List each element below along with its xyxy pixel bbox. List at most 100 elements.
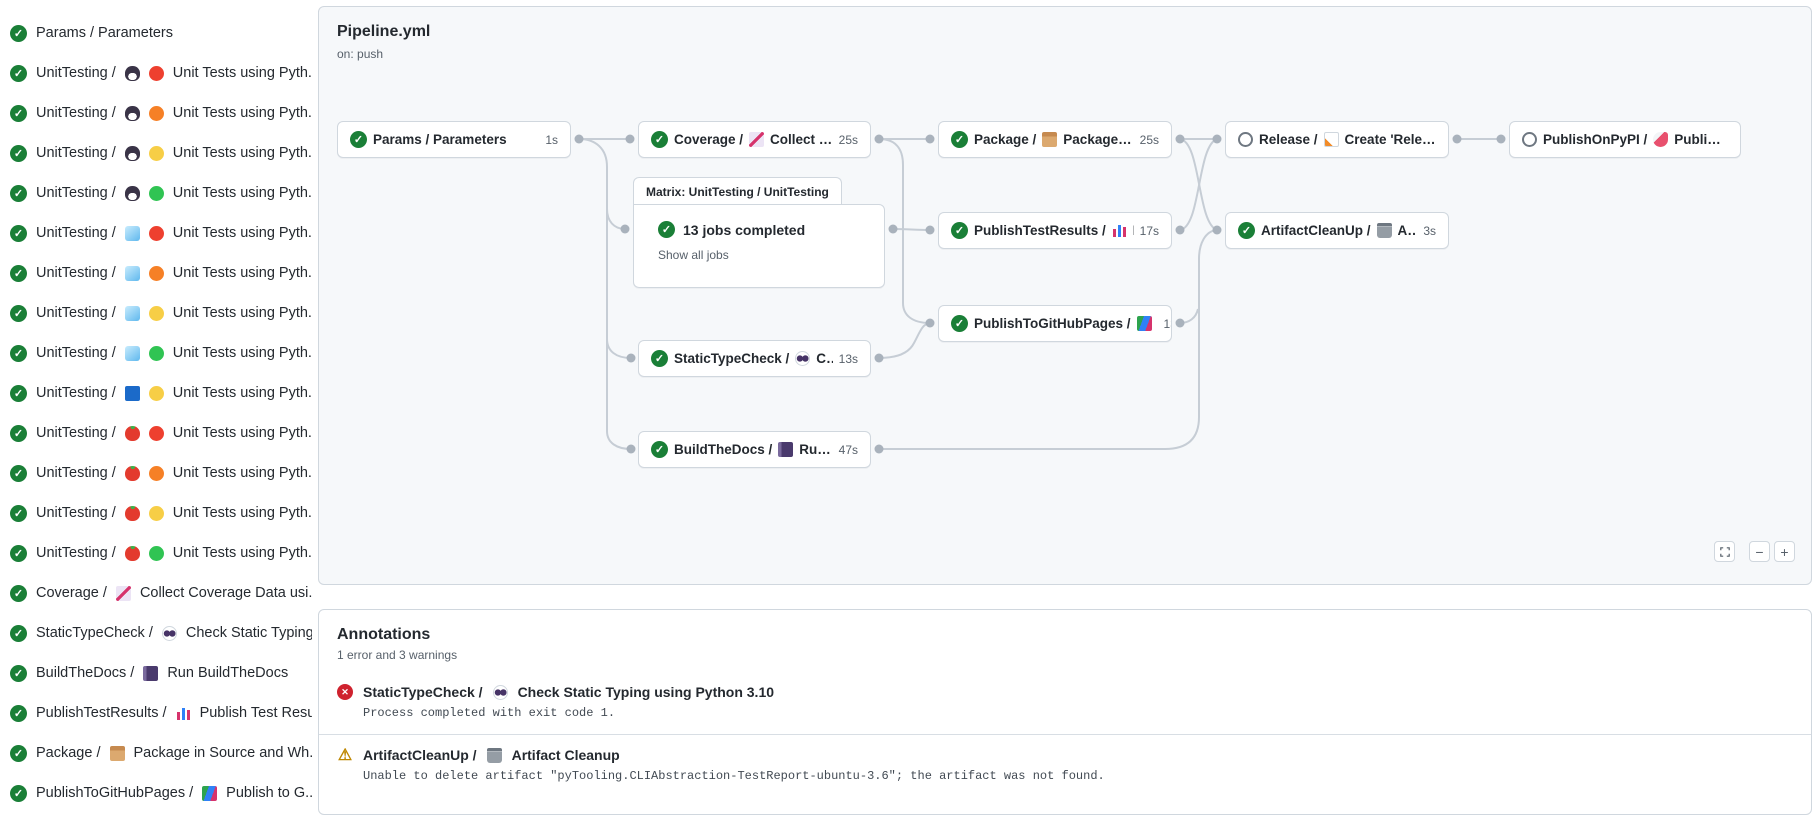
step-name-label: Collect Coverage Data usi... bbox=[139, 585, 312, 601]
apple-icon bbox=[124, 545, 140, 561]
dot-yellow-icon bbox=[148, 145, 164, 161]
annotations-header: Annotations 1 error and 3 warnings bbox=[319, 610, 1811, 672]
fullscreen-icon bbox=[1719, 546, 1730, 557]
dot-red-icon bbox=[148, 65, 164, 81]
node-artifact-cleanup[interactable]: ArtifactCleanUp /Artifac...3s bbox=[1225, 212, 1449, 249]
sidebar-job-item[interactable]: Package /Package in Source and Wh... bbox=[0, 733, 312, 773]
sidebar-job-item[interactable]: UnitTesting /Unit Tests using Pyth... bbox=[0, 133, 312, 173]
step-name-label: Create 'Release P... bbox=[1344, 132, 1436, 147]
job-name-label: UnitTesting / bbox=[36, 425, 116, 441]
sidebar-job-item[interactable]: UnitTesting /Unit Tests using Pyth... bbox=[0, 293, 312, 333]
chart-icon bbox=[749, 132, 765, 147]
check-circle-icon bbox=[350, 131, 367, 148]
job-name-label: UnitTesting / bbox=[36, 265, 116, 281]
annotation-item: StaticTypeCheck /Check Static Typing usi… bbox=[319, 672, 1811, 734]
sidebar-job-item[interactable]: PublishToGitHubPages /Publish to G... bbox=[0, 773, 312, 813]
check-circle-icon bbox=[10, 344, 27, 362]
sidebar-job-item[interactable]: Params / Parameters bbox=[0, 13, 312, 53]
job-name-label: PublishTestResults / bbox=[974, 223, 1106, 238]
job-name-label: UnitTesting / bbox=[36, 305, 116, 321]
matrix-tab-label: Matrix: UnitTesting / UnitTesting bbox=[633, 177, 842, 205]
dot-orange-icon bbox=[148, 265, 164, 281]
check-circle-icon bbox=[10, 504, 27, 522]
node-package[interactable]: Package /Package in So...25s bbox=[938, 121, 1172, 158]
node-coverage[interactable]: Coverage /Collect Cove...25s bbox=[638, 121, 871, 158]
sidebar-job-item[interactable]: Coverage /Collect Coverage Data usi... bbox=[0, 573, 312, 613]
node-release[interactable]: Release /Create 'Release P... bbox=[1225, 121, 1449, 158]
apple-icon bbox=[124, 505, 140, 521]
eyes-icon bbox=[795, 351, 811, 366]
penguin-icon bbox=[124, 185, 140, 201]
sidebar-job-item[interactable]: UnitTesting /Unit Tests using Pyth... bbox=[0, 213, 312, 253]
dot-green-icon bbox=[148, 185, 164, 201]
step-name-label: Artifac... bbox=[1397, 223, 1418, 238]
barchart-icon bbox=[1111, 223, 1127, 238]
check-circle-icon bbox=[10, 704, 27, 722]
step-name-label: Unit Tests using Pyth... bbox=[172, 65, 312, 81]
check-circle-icon bbox=[658, 221, 675, 238]
sidebar-job-item[interactable]: UnitTesting /Unit Tests using Pyth... bbox=[0, 413, 312, 453]
duration-label: 47s bbox=[838, 442, 858, 457]
sidebar-job-item[interactable]: PublishTestResults / Publish Test Resu... bbox=[0, 693, 312, 733]
sidebar-job-item[interactable]: UnitTesting /Unit Tests using Pyth... bbox=[0, 493, 312, 533]
check-circle-icon bbox=[10, 184, 27, 202]
jobs-sidebar: Params / ParametersUnitTesting / Unit Tes… bbox=[0, 0, 312, 815]
check-circle-icon bbox=[651, 350, 668, 367]
node-publish-test-results[interactable]: PublishTestResults /Pu...17s bbox=[938, 212, 1172, 249]
step-name-label: Unit Tests using Pyth... bbox=[172, 345, 312, 361]
step-name-label: Run Buil... bbox=[799, 442, 832, 457]
books-icon bbox=[1136, 316, 1152, 331]
sidebar-job-item[interactable]: UnitTesting /Unit Tests using Pyth... bbox=[0, 453, 312, 493]
node-publish-to-github-pages[interactable]: PublishToGitHubPages /...13s bbox=[938, 305, 1172, 342]
job-name-label: PublishToGitHubPages / bbox=[974, 316, 1131, 331]
dot-orange-icon bbox=[148, 465, 164, 481]
check-circle-icon bbox=[10, 224, 27, 242]
sidebar-job-item[interactable]: UnitTesting /Unit Tests using Pyth... bbox=[0, 53, 312, 93]
annotations-summary: 1 error and 3 warnings bbox=[337, 648, 458, 662]
job-name-label: PublishOnPyPI / bbox=[1543, 132, 1648, 147]
notebook-icon bbox=[778, 442, 794, 457]
duration-label: 25s bbox=[838, 132, 858, 147]
zoom-out-button[interactable]: − bbox=[1749, 541, 1770, 562]
workflow-file-title: Pipeline.yml bbox=[337, 23, 431, 40]
annotation-title-row[interactable]: ArtifactCleanUp /Artifact Cleanup bbox=[337, 747, 1793, 763]
dot-red-icon bbox=[148, 225, 164, 241]
job-name-label: UnitTesting / bbox=[36, 465, 116, 481]
node-static-type-check[interactable]: StaticTypeCheck /Chec...13s bbox=[638, 340, 871, 377]
sidebar-job-item[interactable]: UnitTesting /Unit Tests using Pyth... bbox=[0, 253, 312, 293]
job-name-label: PublishTestResults / bbox=[36, 705, 167, 721]
zoom-in-button[interactable]: + bbox=[1774, 541, 1795, 562]
fullscreen-button[interactable] bbox=[1714, 541, 1735, 562]
annotation-title-row[interactable]: StaticTypeCheck /Check Static Typing usi… bbox=[337, 684, 1793, 700]
matrix-group-box: 13 jobs completed Show all jobs bbox=[633, 204, 885, 288]
step-name-label: Check Static Typing... bbox=[185, 625, 312, 641]
job-name-label: UnitTesting / bbox=[36, 185, 116, 201]
step-name-label: Unit Tests using Pyth... bbox=[172, 105, 312, 121]
sidebar-job-item[interactable]: UnitTesting /Unit Tests using Pyth... bbox=[0, 373, 312, 413]
eyes-icon bbox=[492, 684, 508, 700]
node-build-the-docs[interactable]: BuildTheDocs / Run Buil... 47s bbox=[638, 431, 871, 468]
job-name-label: UnitTesting / bbox=[36, 545, 116, 561]
check-circle-icon bbox=[10, 584, 27, 602]
matrix-status-row: 13 jobs completed bbox=[634, 205, 884, 238]
apple-icon bbox=[124, 425, 140, 441]
sidebar-job-item[interactable]: UnitTesting /Unit Tests using Pyth... bbox=[0, 533, 312, 573]
sidebar-job-item[interactable]: StaticTypeCheck /Check Static Typing... bbox=[0, 613, 312, 653]
step-name-label: Check Static Typing using Python 3.10 bbox=[517, 684, 775, 700]
sidebar-job-item[interactable]: UnitTesting /Unit Tests using Pyth... bbox=[0, 173, 312, 213]
sidebar-job-item[interactable]: UnitTesting /Unit Tests using Pyth... bbox=[0, 93, 312, 133]
check-circle-icon bbox=[951, 222, 968, 239]
check-circle-icon bbox=[651, 131, 668, 148]
sidebar-job-item[interactable]: BuildTheDocs /Run BuildTheDocs bbox=[0, 653, 312, 693]
step-name-label: Publish Test Resu... bbox=[199, 705, 312, 721]
graph-view-controls: − + bbox=[1714, 541, 1795, 562]
show-all-jobs-link[interactable]: Show all jobs bbox=[658, 248, 729, 262]
sidebar-job-item[interactable]: UnitTesting / Unit Tests using Pyth... bbox=[0, 333, 312, 373]
job-name-label: BuildTheDocs / bbox=[674, 442, 773, 457]
node-publish-on-pypi[interactable]: PublishOnPyPI /Publish to ... bbox=[1509, 121, 1741, 158]
annotations-title: Annotations bbox=[337, 626, 431, 643]
step-name-label: Run BuildTheDocs bbox=[167, 665, 289, 681]
penguin-icon bbox=[124, 105, 140, 121]
job-name-label: UnitTesting / bbox=[36, 345, 116, 361]
